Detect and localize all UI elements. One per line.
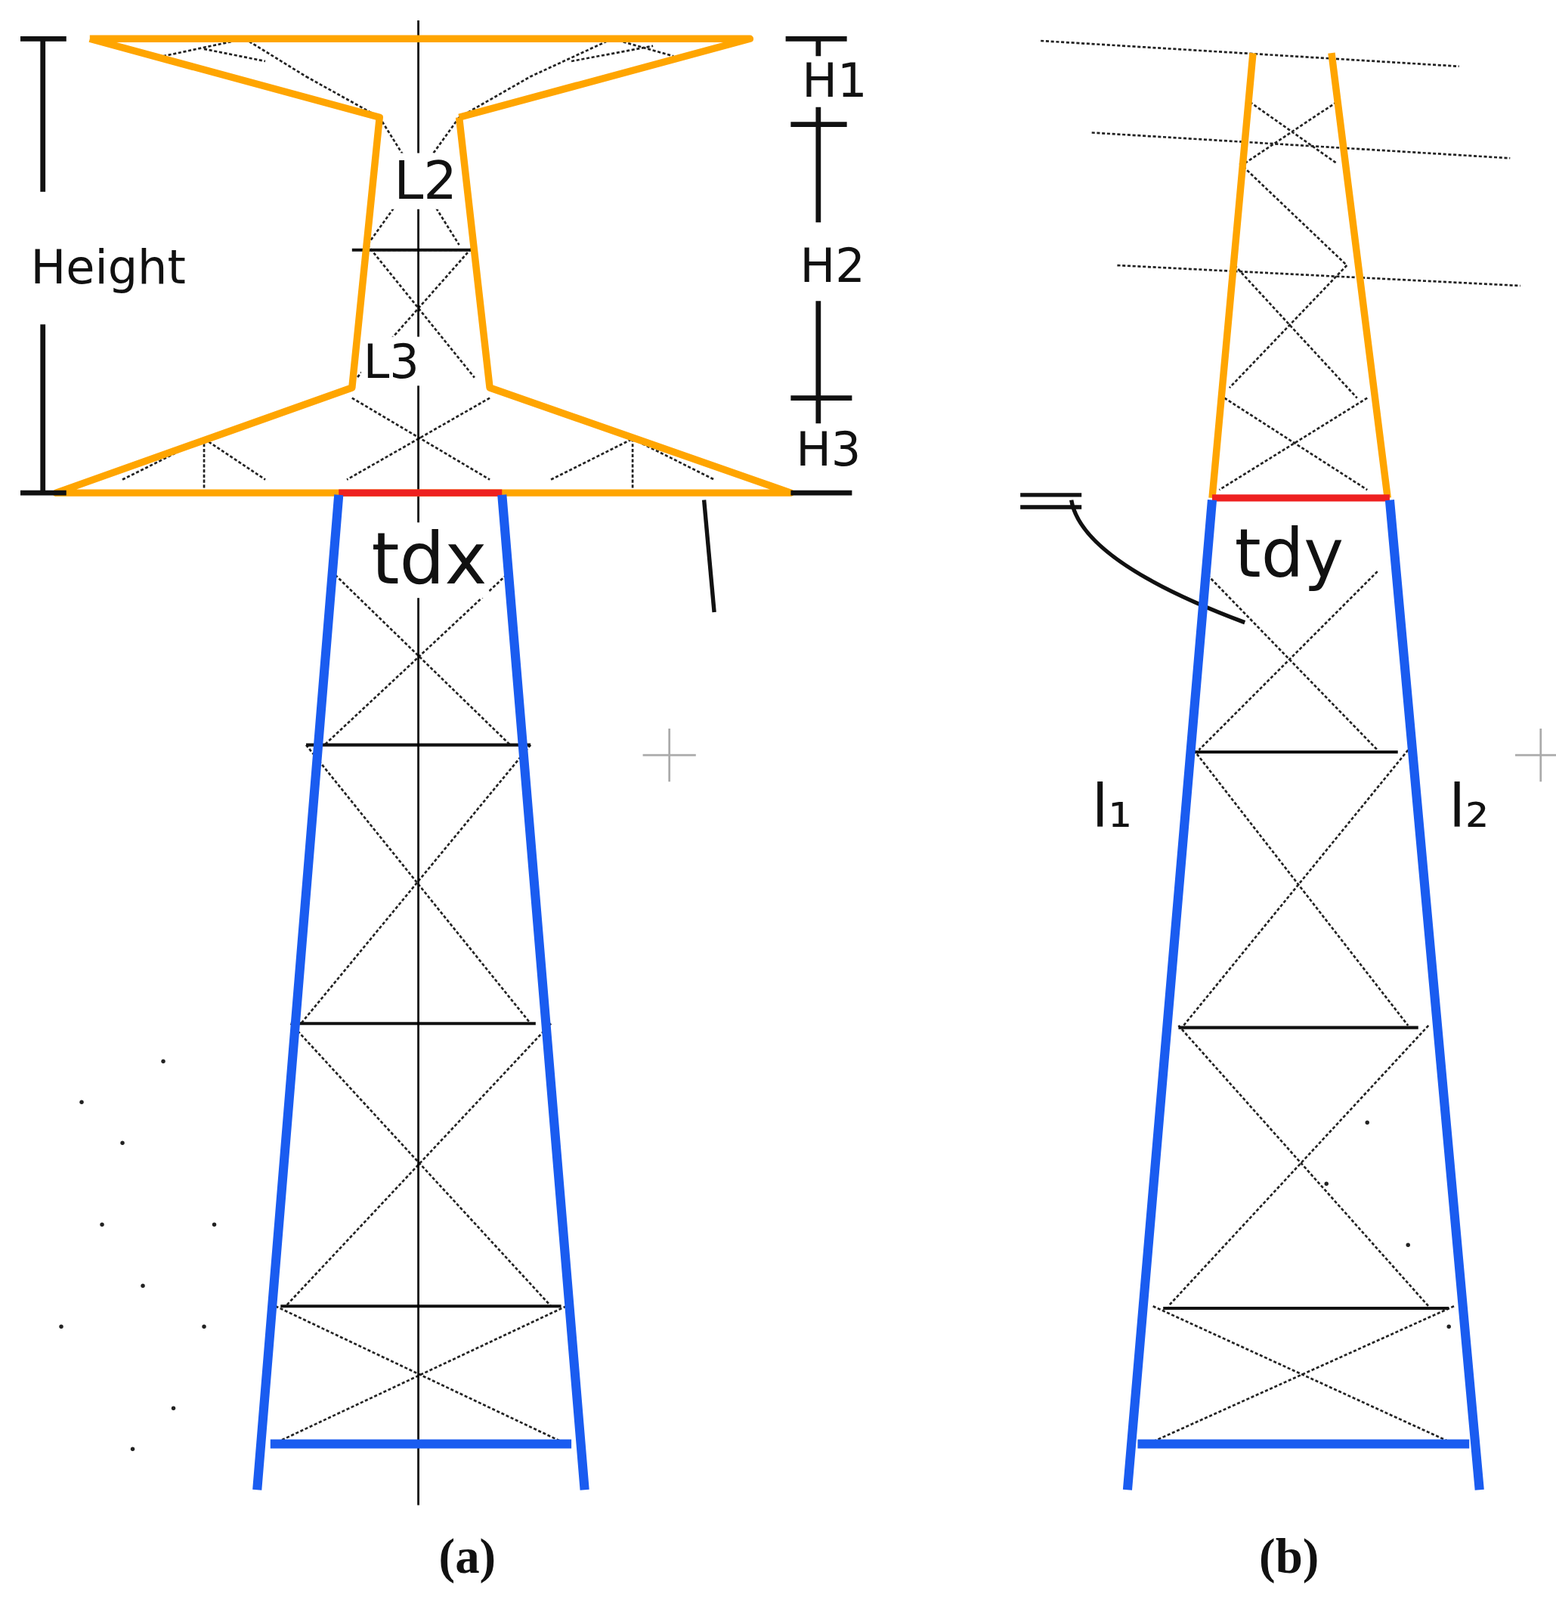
dimension-label: H3	[793, 424, 864, 474]
dimension-label: l₁	[1089, 775, 1135, 838]
panel-label: (a)	[436, 1530, 499, 1582]
dimension-label: L2	[391, 153, 459, 210]
dimension-label: H1	[800, 55, 870, 106]
dimension-label: L3	[361, 337, 422, 387]
dimension-label: tdy	[1232, 518, 1346, 590]
panel-label: (b)	[1256, 1530, 1321, 1582]
dimension-label: Height	[28, 242, 189, 292]
dimension-label: H2	[798, 241, 868, 291]
dimension-label: tdx	[369, 522, 489, 598]
dimension-label: l₂	[1447, 775, 1492, 838]
